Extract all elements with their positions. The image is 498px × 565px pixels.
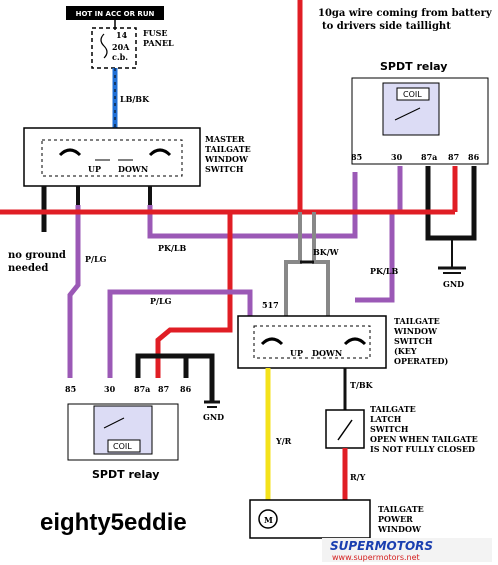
bottom-relay-pin-86: 86 <box>180 384 192 394</box>
top-relay-outline <box>351 77 489 165</box>
fuse-line2: 20A <box>112 42 130 52</box>
wire-bk-w-right <box>312 212 330 316</box>
latch-switch-note2: IS NOT FULLY CLOSED <box>370 444 475 454</box>
fuse-line1: 14 <box>116 30 128 40</box>
master-switch-title3: WINDOW <box>204 154 249 164</box>
top-relay-pin-86: 86 <box>468 152 480 162</box>
wire-bottom-relay-bus <box>135 353 215 402</box>
tailgate-switch-title2: WINDOW <box>393 326 438 336</box>
battery-note-line1: 10ga wire coming from battery <box>318 8 493 19</box>
tailgate-switch-up: UP <box>290 348 303 358</box>
bottom-relay-outline <box>67 403 179 461</box>
brand-name: SUPERMOTORS <box>330 539 433 553</box>
label-pk-lb-1: PK/LB <box>158 243 187 253</box>
fuse-element-icon <box>100 33 108 59</box>
fuse-label-line2: PANEL <box>143 38 174 48</box>
wire-pk-lb-top <box>147 172 358 239</box>
label-r-y: R/Y <box>350 472 366 482</box>
label-p-lg-1: P/LG <box>85 254 107 264</box>
fuse-label-line1: FUSE <box>143 28 168 38</box>
top-relay-pin-85: 85 <box>351 152 362 162</box>
tailgate-switch-down: DOWN <box>312 348 342 358</box>
bottom-relay-pin-87: 87 <box>158 384 169 394</box>
wire-red-horizontal <box>155 209 455 378</box>
label-t-bk: T/BK <box>350 380 374 390</box>
top-relay-coil: COIL <box>403 90 422 99</box>
latch-switch-note1: OPEN WHEN TAILGATE <box>370 434 478 444</box>
label-bk-w: BK/W <box>313 247 340 257</box>
latch-switch-title3: SWITCH <box>370 424 409 434</box>
bottom-relay-coil: COIL <box>113 442 132 451</box>
top-relay-contact <box>394 107 421 121</box>
latch-switch-title1: TAILGATE <box>370 404 416 414</box>
motor-symbol: M <box>264 515 273 525</box>
wire-p-lg-left <box>67 205 81 378</box>
master-switch-box <box>23 127 201 187</box>
master-switch-title4: SWITCH <box>205 164 244 174</box>
latch-switch-contact <box>337 419 353 441</box>
wire-top-relay-86 <box>425 166 477 241</box>
bottom-relay-contact <box>103 417 125 429</box>
tailgate-switch-blade-left <box>260 337 284 346</box>
tailgate-switch-title3: SWITCH <box>394 336 433 346</box>
top-relay-title: SPDT relay <box>380 60 447 73</box>
top-relay-pin-30: 30 <box>391 152 403 162</box>
label-y-r: Y/R <box>275 436 292 446</box>
motor-box <box>249 499 371 539</box>
master-switch-up: UP <box>88 164 101 174</box>
label-p-lg-2: P/LG <box>150 296 172 306</box>
master-switch-down: DOWN <box>118 164 148 174</box>
brand-url: www.supermotors.net <box>332 553 420 562</box>
latch-switch-title2: LATCH <box>370 414 402 424</box>
no-ground-line1: no ground <box>8 250 66 261</box>
battery-note-line2: to drivers side taillight <box>322 21 451 32</box>
bottom-relay-pin-85: 85 <box>65 384 76 394</box>
brand-box <box>322 538 492 562</box>
gnd-top-label: GND <box>443 279 464 289</box>
master-switch-title1: MASTER <box>205 134 245 144</box>
no-ground-line2: needed <box>8 263 48 274</box>
tailgate-switch-inner <box>253 325 371 359</box>
bottom-relay-pin-30: 30 <box>104 384 116 394</box>
label-517: 517 <box>262 300 279 310</box>
fuse-line3: c.b. <box>112 52 128 62</box>
motor-title1: TAILGATE <box>378 504 424 514</box>
tailgate-switch-title4: (KEY <box>394 346 417 356</box>
top-relay-coil-box <box>396 87 430 101</box>
bottom-relay-pin-87a: 87a <box>134 384 150 394</box>
motor-icon <box>258 509 278 529</box>
master-switch-blade-right <box>148 148 172 157</box>
tailgate-switch-title5: OPERATED) <box>394 356 448 366</box>
wire-pk-lb-right <box>355 166 403 303</box>
author-signature: eighty5eddie <box>40 509 187 536</box>
top-banner-box <box>66 6 164 20</box>
motor-title3: WINDOW <box>377 524 422 534</box>
master-switch-inner <box>41 139 183 177</box>
top-relay-pin-87a: 87a <box>421 152 437 162</box>
wire-p-lg-tailgate <box>107 289 253 378</box>
label-lb-bk: LB/BK <box>120 94 150 104</box>
motor-title2: POWER <box>378 514 413 524</box>
bottom-relay-title: SPDT relay <box>92 468 159 481</box>
label-pk-lb-2: PK/LB <box>370 266 399 276</box>
bottom-relay-coil-box <box>107 439 141 453</box>
master-switch-title2: TAILGATE <box>205 144 251 154</box>
top-relay-pin-87: 87 <box>448 152 459 162</box>
gnd-bottom-label: GND <box>203 412 224 422</box>
master-switch-blade-left <box>58 148 82 157</box>
top-banner-text: HOT IN ACC OR RUN <box>76 10 155 18</box>
wire-bk-w-left <box>284 212 302 316</box>
tailgate-switch-title1: TAILGATE <box>394 316 440 326</box>
tailgate-switch-blade-right <box>343 337 367 346</box>
